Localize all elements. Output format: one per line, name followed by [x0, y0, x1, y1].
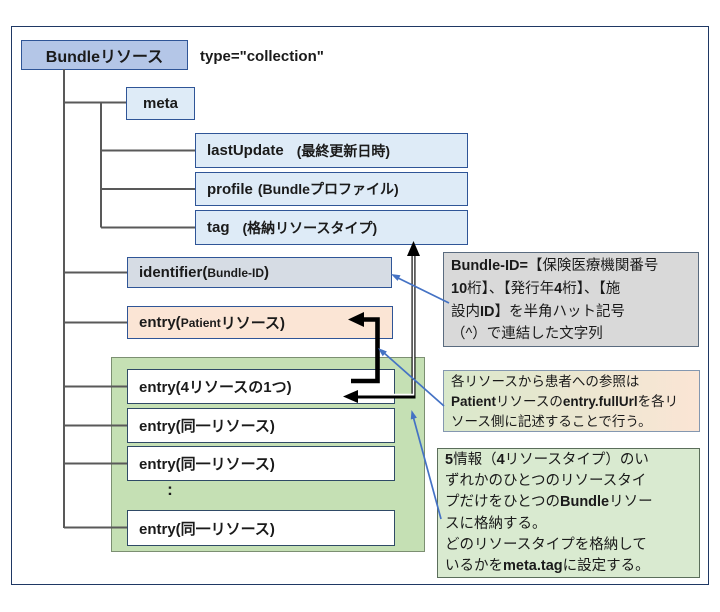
note-bundle-id-line-3: 設内ID】を半角ハット記号	[451, 303, 625, 320]
tag-name: tag	[207, 219, 230, 236]
identifier-close: )	[264, 264, 270, 281]
diagram-outer-frame	[11, 26, 709, 585]
entry-patient-rest: リソース)	[220, 315, 285, 332]
note-storage-line-4: スに格納する。	[445, 515, 547, 532]
entry-patient-box: entry( Patient リソース)	[127, 306, 393, 339]
note-storage-line-1: 5情報（4リソースタイプ）のい	[445, 452, 649, 468]
note-storage-line-6: いるかをmeta.tagに設定する。	[445, 558, 650, 575]
tag-note: (格納リソースタイプ)	[242, 219, 378, 236]
note-bundle-id-line-1: Bundle-ID=【保険医療機関番号	[451, 258, 659, 274]
bundle-resource-box: Bundleリソース	[21, 40, 188, 70]
tag-box: tag (格納リソースタイプ)	[195, 210, 468, 245]
note-storage-line-3: プだけをひとつのBundleリソー	[445, 494, 653, 511]
identifier-box: identifier( Bundle-ID )	[127, 257, 392, 288]
entry-patient-resource: Patient	[180, 315, 221, 330]
profile-name: profile	[207, 180, 253, 198]
note-storage-line-2: ずれかのひとつのリソースタイ	[445, 473, 647, 490]
lastupdate-note: (最終更新日時)	[296, 142, 391, 159]
meta-box: meta	[126, 87, 195, 120]
note-storage-rule: 5情報（4リソースタイプ）のい ずれかのひとつのリソースタイ プだけをひとつのB…	[437, 448, 700, 578]
entry-same-resource-box-2: entry(同一リソース)	[127, 446, 395, 481]
note-bundle-id-line-4: （^）で連結した文字列	[451, 326, 603, 343]
entry-same-resource-box-3: entry(同一リソース)	[127, 510, 395, 546]
note-bundle-id-line-2: 10桁】、【発行年4桁】、【施	[451, 280, 621, 297]
note-patient-reference-line-2: Patientリソースのentry.fullUrlを各リ	[451, 393, 679, 409]
entry-one-of-four-box: entry(4リソースの1つ)	[127, 369, 395, 404]
ellipsis-label: :	[167, 480, 173, 499]
entry-same-resource-box-1: entry(同一リソース)	[127, 408, 395, 443]
note-patient-reference: 各リソースから患者への参照は Patientリソースのentry.fullUrl…	[443, 370, 700, 432]
lastupdate-name: lastUpdate	[207, 142, 284, 159]
profile-box: profile (Bundleプロファイル)	[195, 172, 468, 206]
bundle-resource-label: Bundleリソース	[45, 49, 164, 66]
identifier-name: identifier(	[139, 264, 208, 281]
meta-label: meta	[142, 95, 179, 112]
identifier-id-text: Bundle-ID	[207, 265, 265, 280]
note-bundle-id: Bundle-ID=【保険医療機関番号 10桁】、【発行年4桁】、【施 設内ID…	[443, 252, 699, 347]
profile-note: (Bundleプロファイル)	[257, 181, 399, 197]
entry-patient-name: entry(	[139, 314, 181, 331]
note-patient-reference-line-1: 各リソースから患者への参照は	[451, 374, 640, 389]
lastupdate-box: lastUpdate (最終更新日時)	[195, 133, 468, 168]
note-storage-line-5: どのリソースタイプを格納して	[445, 536, 647, 553]
note-patient-reference-line-3: ソース側に記述することで行う。	[451, 413, 652, 429]
type-attribute-label: type="collection"	[200, 47, 324, 65]
